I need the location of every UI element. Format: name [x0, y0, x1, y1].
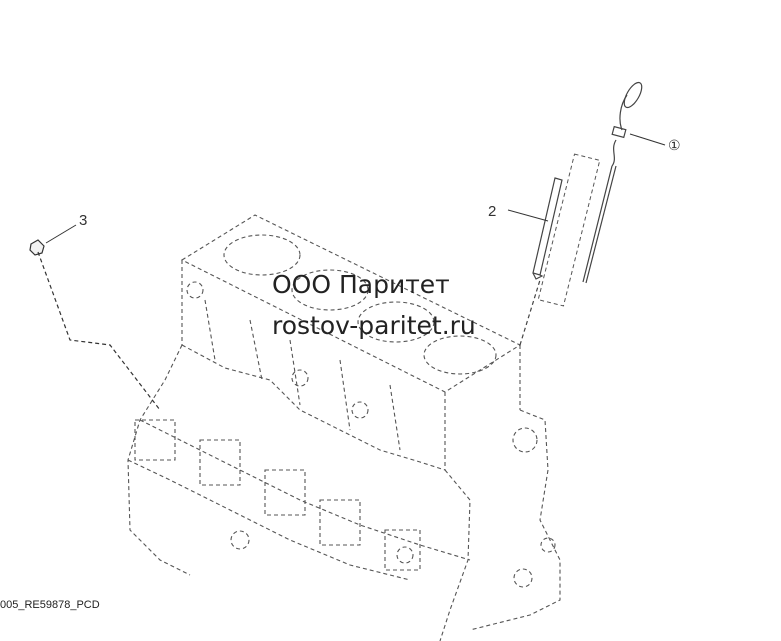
plug	[29, 239, 161, 411]
watermark-company-name: ООО Паритет	[272, 270, 450, 299]
engine-block	[127, 214, 561, 641]
callout-1: ①	[668, 137, 681, 153]
dipstick	[582, 81, 643, 284]
callout-2: 2	[488, 203, 496, 220]
watermark-website: rostov-paritet.ru	[272, 311, 476, 340]
figure-code-label: 005_RE59878_PCD	[0, 599, 100, 611]
leader-lines	[45, 133, 666, 244]
dipstick-dashed-outline	[537, 153, 601, 307]
dipstick-tube	[519, 177, 563, 346]
callout-3: 3	[79, 212, 87, 229]
